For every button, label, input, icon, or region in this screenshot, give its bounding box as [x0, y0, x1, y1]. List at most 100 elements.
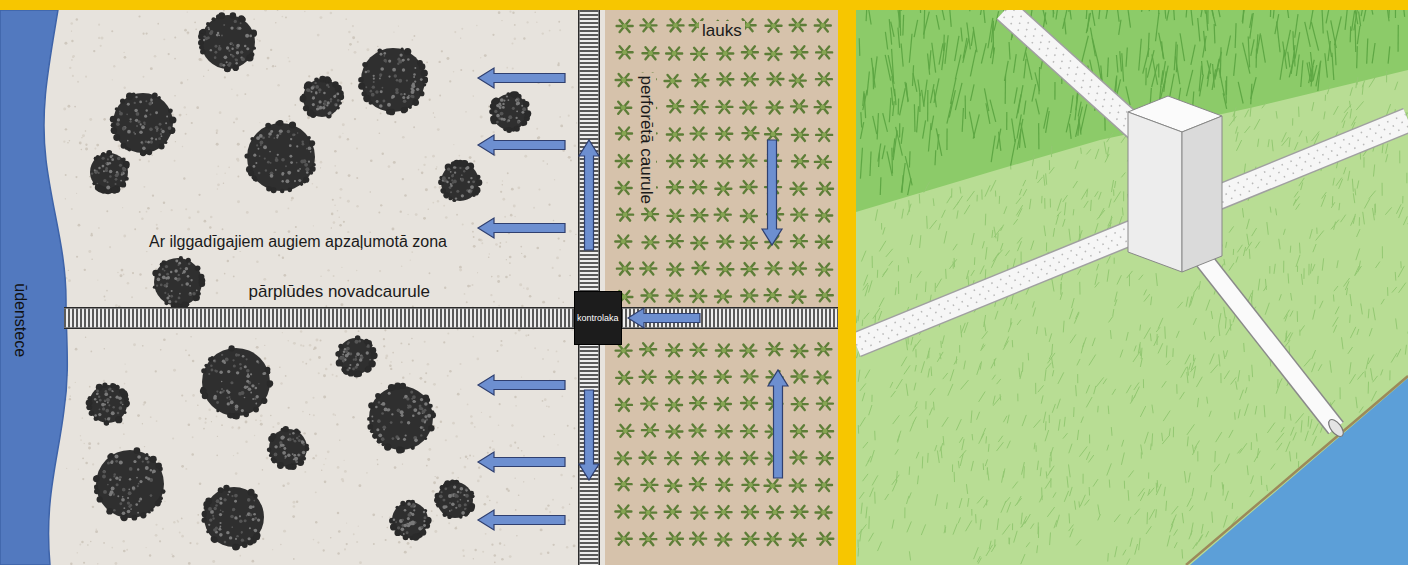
- texture-dot: [319, 73, 320, 74]
- texture-dot: [502, 198, 505, 201]
- texture-dot: [180, 82, 183, 85]
- texture-dot: [283, 530, 286, 533]
- crop-plant: [790, 75, 806, 87]
- texture-dot: [525, 334, 527, 336]
- texture-dot: [197, 521, 200, 524]
- crop-plant-center: [621, 509, 626, 514]
- texture-dot: [236, 94, 238, 96]
- shrub-texture: [503, 100, 505, 102]
- texture-dot: [216, 173, 217, 174]
- shrub-texture: [507, 99, 509, 101]
- texture-dot: [333, 275, 335, 277]
- texture-dot: [518, 494, 520, 496]
- shrub-edge: [314, 77, 319, 82]
- shrub-edge: [159, 144, 165, 150]
- texture-dot: [366, 48, 369, 51]
- shrub-texture: [149, 114, 151, 116]
- texture-dot: [117, 272, 119, 274]
- shrub-texture: [336, 92, 339, 95]
- shrub-texture: [214, 56, 217, 59]
- texture-dot: [145, 287, 147, 289]
- shrub-texture: [263, 145, 267, 149]
- shrub-crown: [492, 94, 528, 130]
- crop-plant-center: [747, 456, 752, 461]
- crop-plant: [666, 399, 682, 411]
- shrub-texture: [217, 32, 219, 34]
- texture-dot: [484, 503, 487, 506]
- texture-dot: [302, 345, 304, 347]
- texture-dot: [491, 276, 493, 278]
- crop-plant-center: [645, 374, 650, 379]
- crop-plant-center: [723, 239, 728, 244]
- texture-dot: [377, 464, 379, 466]
- shrub-texture: [308, 146, 312, 150]
- crop-plant: [791, 100, 807, 112]
- texture-dot: [516, 535, 518, 537]
- texture-dot: [181, 535, 184, 538]
- shrub-texture: [304, 163, 308, 167]
- texture-dot: [480, 57, 481, 58]
- shrub-texture: [142, 147, 146, 151]
- texture-dot: [527, 334, 529, 336]
- shrub-texture: [407, 58, 410, 61]
- shrub-edge: [510, 91, 516, 97]
- crop-plant-center: [822, 77, 827, 82]
- texture-dot: [341, 478, 344, 481]
- zone-ground: [0, 10, 838, 565]
- texture-dot: [185, 400, 187, 402]
- texture-dot: [391, 227, 394, 230]
- crop-plant: [765, 48, 781, 60]
- texture-dot: [197, 404, 199, 406]
- texture-dot: [91, 351, 93, 353]
- texture-dot: [88, 447, 91, 450]
- shrub-texture: [334, 94, 336, 96]
- texture-dot: [473, 455, 475, 457]
- shrub-texture: [94, 169, 96, 171]
- shrub-edge: [275, 121, 279, 125]
- texture-dot: [227, 260, 229, 262]
- shrub-texture: [311, 86, 315, 90]
- texture-dot: [216, 143, 219, 146]
- crop-plant-center: [773, 510, 778, 515]
- crop-plant-center: [820, 375, 825, 380]
- shrub-edge: [140, 151, 145, 156]
- shrub-texture: [166, 115, 168, 117]
- crop-plant: [617, 20, 633, 32]
- shrub-edge: [122, 182, 126, 186]
- crop-plant: [667, 129, 683, 141]
- shrub-edge: [265, 123, 271, 129]
- shrub-texture: [155, 111, 158, 114]
- crop-plant-center: [673, 104, 678, 109]
- texture-dot: [533, 207, 535, 209]
- texture-dot: [485, 533, 487, 535]
- crop-plant-center: [721, 537, 726, 542]
- crop-plant-center: [697, 158, 702, 163]
- texture-dot: [425, 372, 427, 374]
- texture-dot: [498, 424, 500, 426]
- texture-dot: [156, 420, 158, 422]
- crop-plant-center: [673, 159, 678, 164]
- texture-dot: [131, 296, 133, 298]
- texture-dot: [68, 386, 70, 388]
- texture-dot: [139, 159, 141, 161]
- shrub-edge: [200, 49, 206, 55]
- texture-dot: [164, 501, 165, 502]
- texture-dot: [523, 287, 524, 288]
- crop-plant: [715, 209, 731, 221]
- texture-dot: [146, 211, 148, 213]
- shrub-edge: [521, 123, 525, 127]
- texture-dot: [534, 478, 535, 479]
- crop-plant: [667, 264, 683, 276]
- shrub-edge: [164, 141, 167, 144]
- shrub-texture: [133, 132, 135, 134]
- shrub-texture: [106, 186, 110, 190]
- texture-dot: [144, 446, 145, 447]
- texture-dot: [547, 163, 549, 165]
- texture-dot: [414, 35, 416, 37]
- crop-plant-center: [673, 267, 678, 272]
- texture-dot: [464, 466, 467, 469]
- shrub-texture: [323, 92, 326, 95]
- crop-plant-center: [672, 375, 677, 380]
- shrub: [198, 12, 257, 72]
- crop-plant-center: [648, 212, 653, 217]
